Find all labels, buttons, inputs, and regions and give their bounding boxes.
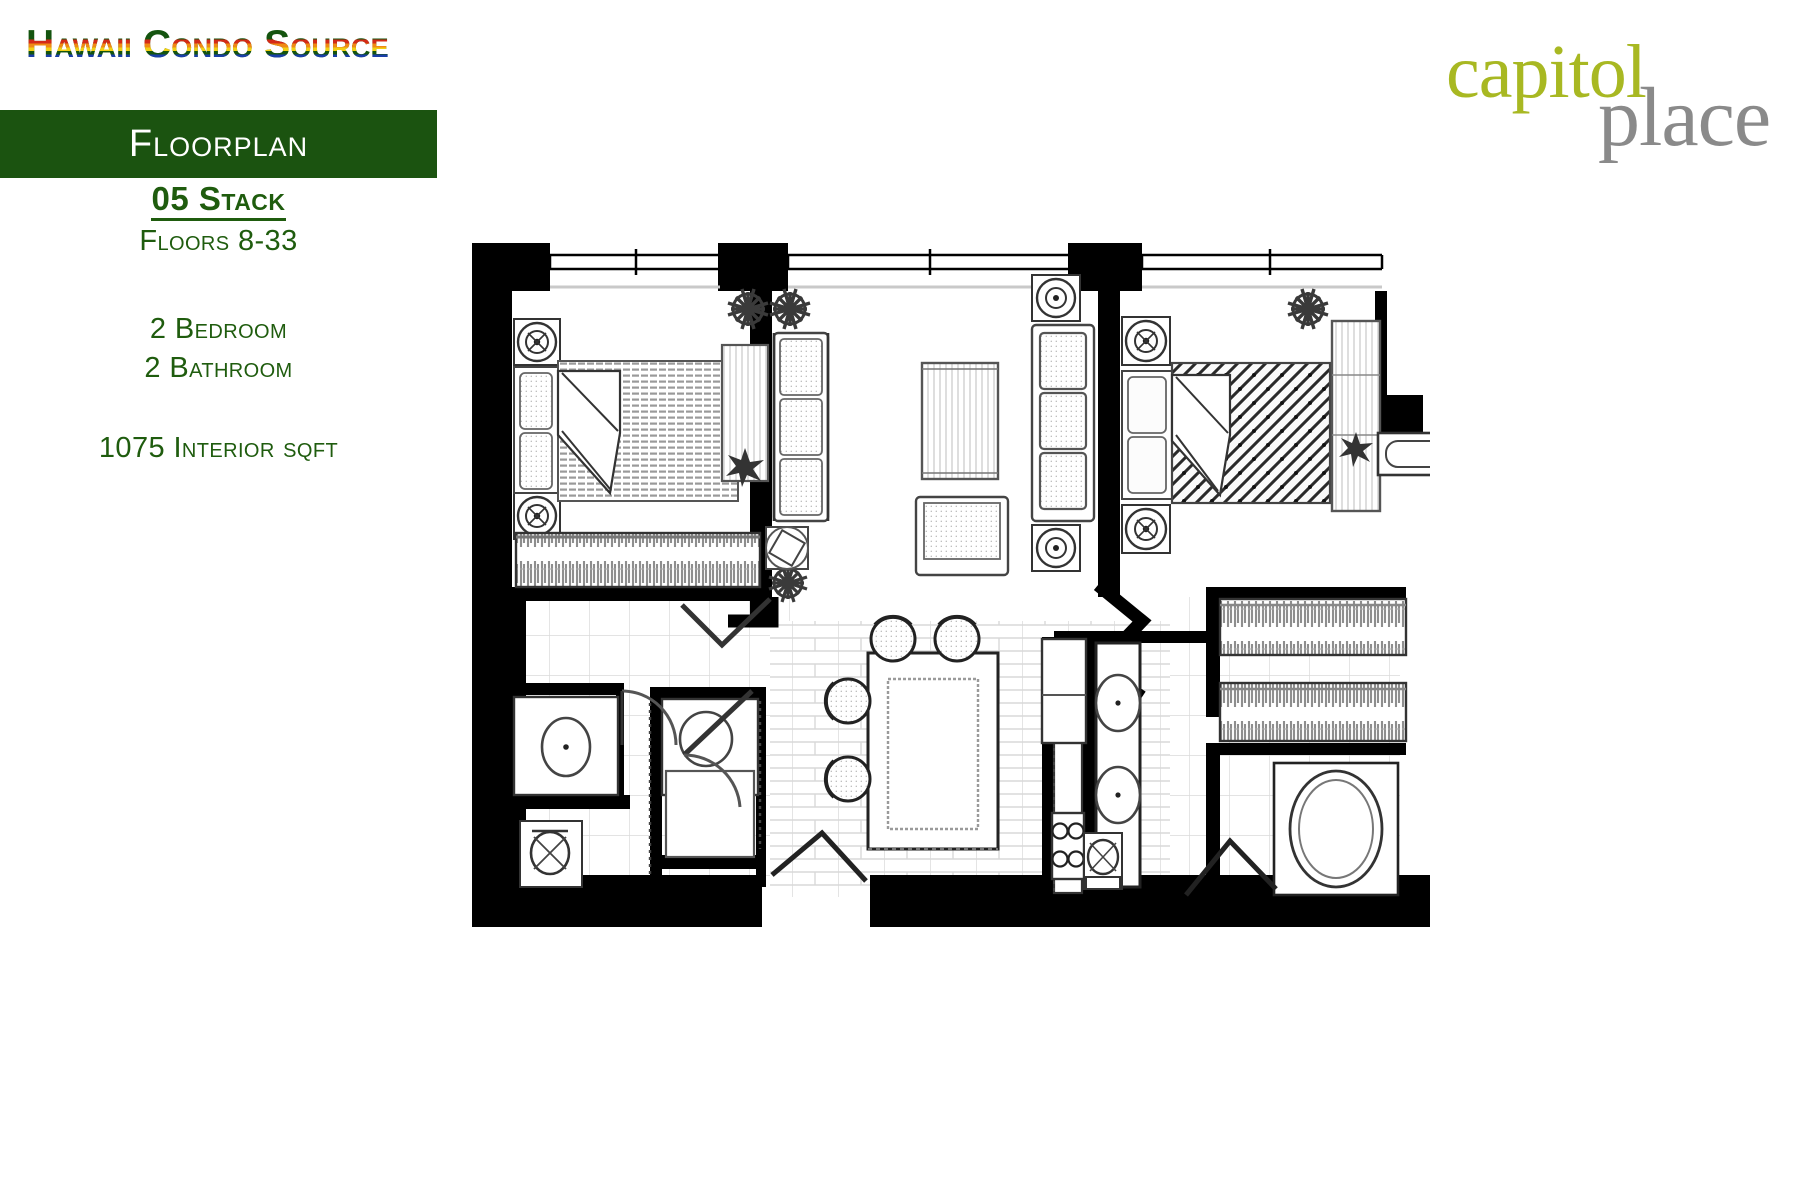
exterior-walls [472,243,1430,927]
dresser [1330,319,1382,513]
pocket-wall-lines [648,701,998,875]
master-bedroom [1121,288,1430,554]
nightstand-lamp [1121,504,1171,554]
dining-chair [933,614,981,663]
bedroom-2 [513,318,762,589]
swing-door [620,689,678,746]
double-vanity [1094,641,1142,889]
kitchen-range [1050,811,1086,881]
info-spacer-lower [0,388,437,432]
bathrooms-label: 2 Bathroom [144,351,293,384]
kitchen [1040,637,1088,895]
coffee-table [920,361,1000,481]
stack-row: 05 Stack [0,181,437,221]
capitol-logo-word-place: place [1598,71,1771,164]
master-closet [1218,681,1408,743]
info-spacer-upper [0,258,437,310]
toilet [1083,832,1123,890]
refrigerator [1040,637,1088,745]
armchair [914,495,1010,577]
bedrooms-label: 2 Bedroom [149,312,288,345]
rug-accent [726,448,764,487]
nightstand-lamp [513,492,561,540]
bathroom-2 [512,689,760,888]
window [1140,249,1384,289]
entry-door [680,597,772,649]
sofa [1030,323,1096,523]
living-room [720,274,1096,577]
entry-door [770,829,868,883]
nightstand-lamp [513,318,561,366]
toilet [519,820,583,888]
sink [512,695,620,797]
capitol-logo-word-capitol: capitol [1446,30,1647,114]
bathtub [1272,761,1400,897]
potted-plant [727,288,769,330]
sink [660,697,760,859]
floors-label: Floors 8-33 [139,224,298,257]
stack-label: 05 Stack [151,181,286,221]
brand-logo-text: Hawaii Condo Source [26,23,389,66]
master-closet [1218,597,1408,657]
floorplan-banner: Floorplan [0,110,437,178]
dining-area [823,614,1000,851]
closet-rod [514,531,762,589]
dining-table [866,651,1000,851]
dining-chair [823,677,872,725]
dining-chair [823,755,872,803]
dining-chair [869,614,917,663]
window [548,249,722,289]
brand-logo: Hawaii Condo Source Hawaii Condo Source [26,22,546,68]
window [786,249,1072,289]
master-bathroom [1083,597,1408,897]
nightstand-lamp [1121,316,1171,366]
swing-door [682,689,754,808]
swing-door [1184,837,1278,897]
bench [1376,431,1430,477]
side-table [765,526,809,570]
lanai-window-wall [548,249,1384,289]
capitol-place-logo: capitol place [1446,34,1776,164]
side-table-lamp [1031,274,1081,322]
king-bed [1121,361,1332,505]
sofa [772,331,830,523]
floorplan-drawing [470,235,1430,935]
unit-info-panel: 05 Stack Floors 8-33 2 Bedroom 2 Bathroo… [0,181,437,465]
potted-plant [769,288,811,330]
sqft-label: 1075 Interior sqft [98,431,339,464]
floorplan-banner-label: Floorplan [128,122,309,165]
queen-bed [513,360,739,502]
potted-plant [1287,288,1329,330]
side-table-lamp [1031,524,1081,572]
floorplan-svg [472,243,1430,927]
